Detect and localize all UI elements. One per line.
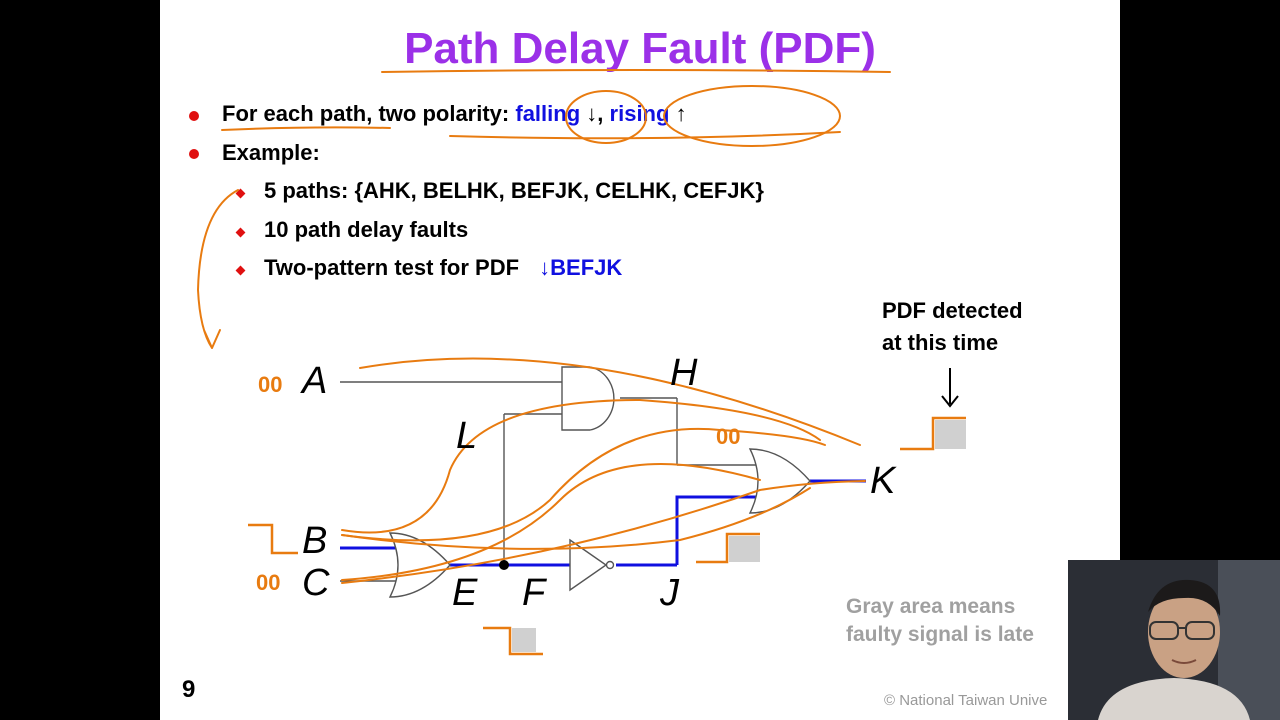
falling-arrow: ↓ (586, 101, 598, 126)
slide: Path Delay Fault (PDF) For each path, tw… (160, 0, 1120, 720)
value-c: 00 (256, 570, 281, 595)
presenter-image (1068, 560, 1280, 720)
not-bubble (605, 560, 615, 570)
copyright: © National Taiwan Unive (884, 692, 1048, 709)
and-gate (561, 366, 615, 431)
sub-bullet-diamond (235, 265, 246, 276)
rising-arrow: ↑ (675, 101, 687, 126)
bullet-dot (189, 111, 199, 121)
page-number: 9 (182, 676, 196, 703)
sub-bullet-two-pattern: Two-pattern test for PDF ↓BEFJK (264, 255, 622, 281)
two-pattern-text: Two-pattern test for PDF (264, 255, 520, 280)
sub-bullet-paths: 5 paths: {AHK, BELHK, BEFJK, CELHK, CEFJ… (264, 178, 764, 203)
circuit-wires (340, 381, 757, 582)
rising-label: rising (609, 101, 670, 126)
pdf-target: ↓BEFJK (539, 255, 623, 280)
slide-title: Path Delay Fault (PDF) (404, 24, 876, 73)
or-gate-e (388, 532, 451, 598)
sub-bullet-diamond (235, 188, 246, 199)
signal-a: A (302, 360, 328, 402)
signal-k: K (870, 460, 896, 502)
comma: , (597, 101, 604, 126)
sub-bullet-faults: 10 path delay faults (264, 217, 469, 242)
not-gate (569, 538, 608, 592)
signal-b: B (302, 520, 328, 562)
bullet-dot (189, 149, 199, 159)
signal-f: F (522, 572, 546, 614)
bullet-example: Example: (222, 140, 320, 165)
signal-h: H (670, 352, 698, 394)
presenter-webcam (1068, 560, 1280, 720)
fanout-node (499, 560, 509, 570)
value-h: 00 (716, 424, 741, 449)
sub-bullet-diamond (235, 227, 246, 238)
gray-note-line-1: Gray area means (846, 595, 1016, 618)
sensitized-path (340, 479, 866, 567)
detect-arrow-head (941, 395, 959, 408)
detected-annotation: PDF detected at this time (882, 295, 1023, 359)
bullet-polarity: For each path, two polarity: falling ↓, … (222, 101, 687, 127)
signal-j: J (660, 572, 679, 614)
signal-e: E (452, 572, 478, 614)
signal-c: C (302, 562, 330, 604)
or-gate-k (748, 448, 811, 514)
gray-note-line-2: faulty signal is late (846, 623, 1034, 646)
falling-label: falling (515, 101, 581, 126)
detected-line-2: at this time (882, 330, 999, 355)
signal-l: L (456, 415, 478, 457)
gray-area-note: Gray area means faulty signal is late (846, 593, 1034, 649)
detected-line-1: PDF detected (882, 298, 1023, 323)
value-a: 00 (258, 372, 283, 397)
bullet-polarity-text: For each path, two polarity: (222, 101, 510, 126)
